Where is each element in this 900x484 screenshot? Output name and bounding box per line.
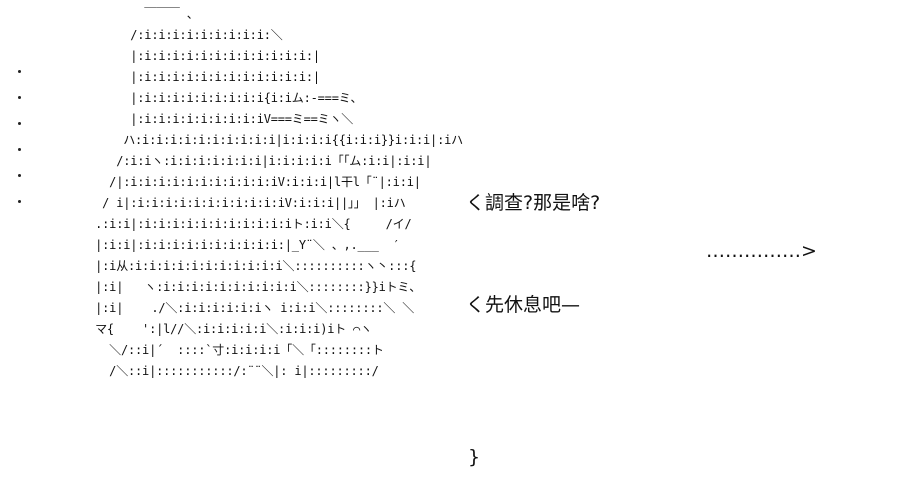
art-line: ＼/::i|´ ::::`寸:i:i:i:i「＼「::::::::ト: [60, 343, 384, 357]
art-line: /:i:i:i:i:i:i:i:i:i:＼: [60, 28, 283, 42]
art-line: /＼::i|:::::::::::/:¨¨＼|: i|:::::::::/: [60, 364, 379, 378]
dot-marker: [18, 148, 21, 151]
art-line: マ{ ':|l//＼:i:i:i:i:i＼:i:i:i)iト ⌒ヽ: [60, 322, 372, 336]
art-line: .:i:i|:i:i:i:i:i:i:i:i:i:i:iト:i:i＼{ /イ/: [60, 217, 412, 231]
art-line: |:i:i:i:i:i:i:i:i:iV===ミ==ミヽ＼: [60, 112, 354, 126]
art-line: |:i:i:i:i:i:i:i:i:i{i:iム:-===ミ、: [60, 91, 363, 105]
dot-marker: [18, 174, 21, 177]
art-line: ハ:i:i:i:i:i:i:i:i:i:i|i:i:i:i{{i:i:i}}i:…: [60, 133, 463, 147]
art-line: |:i从:i:i:i:i:i:i:i:i:i:i:i＼::::::::::ヽ丶:…: [60, 259, 417, 273]
dot-marker: [18, 200, 21, 203]
dot-marker: [18, 70, 21, 73]
art-line: |:i| ヽ:i:i:i:i:i:i:i:i:i:i＼::::::::}}iトミ…: [60, 280, 422, 294]
art-line: |:i:i|:i:i:i:i:i:i:i:i:i:i:|_Y¨＼ 、,.___ …: [60, 238, 400, 252]
left-dot-column: [18, 70, 21, 226]
art-line: |:i:i:i:i:i:i:i:i:i:i:i:i:|: [60, 70, 320, 84]
dot-marker: [18, 96, 21, 99]
art-line: |:i| ./＼:i:i:i:i:i:iヽ i:i:i＼::::::::＼ ＼: [60, 301, 415, 315]
dot-marker: [18, 122, 21, 125]
art-line: /:i:iヽ:i:i:i:i:i:i:i|i:i:i:i:i「「ム:i:i|:i…: [60, 154, 432, 168]
art-line: / i|:i:i:i:i:i:i:i:i:i:i:iV:i:i:i||」」 |:…: [60, 196, 406, 210]
ascii-art-figure: ￣￣￣ 、 /:i:i:i:i:i:i:i:i:i:＼ |:i:i:i:i:i:…: [60, 4, 463, 382]
dialogue-rest: く先休息吧—: [466, 294, 581, 316]
art-line: ￣￣￣ 、: [60, 7, 199, 21]
art-line: /|:i:i:i:i:i:i:i:i:i:i:iV:i:i:i|l干l「¨|:i…: [60, 175, 421, 189]
dialogue-brace: }: [468, 446, 481, 468]
dialogue-question: く調查?那是啥?: [466, 192, 601, 214]
art-line: |:i:i:i:i:i:i:i:i:i:i:i:i:|: [60, 49, 320, 63]
dialogue-ellipsis: ……………>: [706, 240, 817, 262]
